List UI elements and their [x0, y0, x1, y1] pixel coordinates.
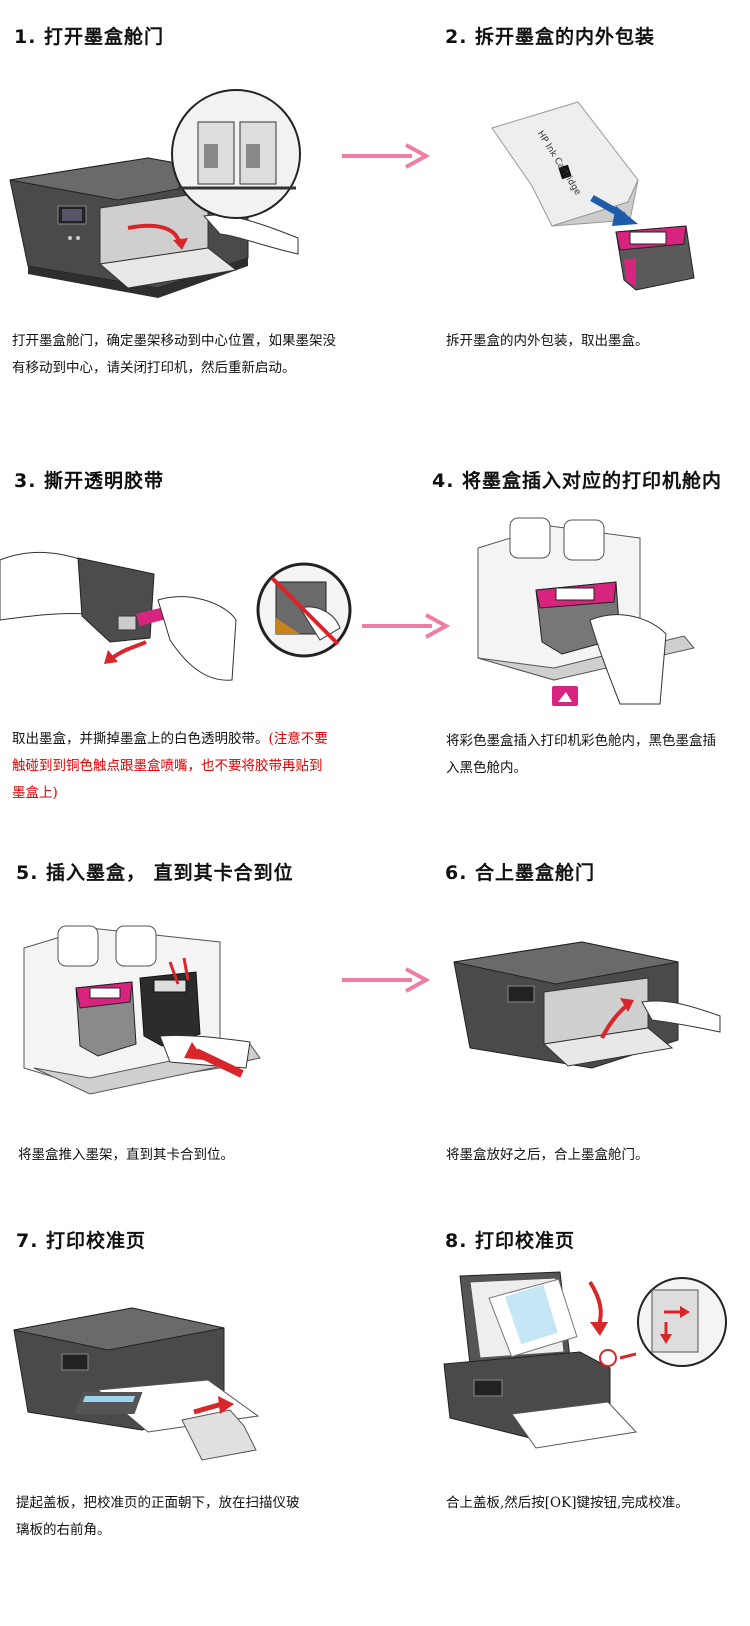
step-6-illustration	[452, 928, 722, 1088]
tape-removal-icon	[0, 552, 352, 681]
arrow-right-icon	[340, 142, 430, 170]
step-3-caption-warning: (注意不要触碰到到铜色触点跟墨盒喷嘴，也不要将胶带再贴到墨盒上)	[12, 731, 328, 801]
step-4-illustration	[470, 508, 700, 708]
step-3-title: 3. 撕开透明胶带	[14, 470, 165, 492]
step-8-illustration	[440, 1268, 730, 1468]
step-6-caption: 将墨盒放好之后，合上墨盒舱门。	[446, 1147, 649, 1163]
step-3-caption: 取出墨盒，并撕掉墨盒上的白色透明胶带。(注意不要触碰到到铜色触点跟墨盒喷嘴，也不…	[12, 726, 332, 807]
step-7-caption: 提起盖板，把校准页的正面朝下，放在扫描仪玻璃板的右前角。	[16, 1495, 300, 1538]
step-1-illustration	[8, 88, 318, 310]
arrow-right-icon	[340, 966, 430, 994]
step-2-illustration: HP Ink Cartridge	[488, 100, 718, 300]
step-5-caption: 将墨盒推入墨架，直到其卡合到位。	[18, 1147, 234, 1163]
step-1-caption: 打开墨盒舱门，确定墨架移动到中心位置，如果墨架没有移动到中心，请关闭打印机，然后…	[12, 333, 336, 376]
scanner-glass-icon	[443, 1271, 727, 1449]
ink-package-icon: HP Ink Cartridge	[491, 101, 695, 291]
alignment-page-icon	[13, 1307, 260, 1461]
step-4-caption: 将彩色墨盒插入打印机彩色舱内，黑色墨盒插入黑色舱内。	[446, 733, 716, 776]
step-7-illustration	[12, 1300, 282, 1470]
step-8-title: 8. 打印校准页	[445, 1230, 576, 1252]
step-4-title: 4. 将墨盒插入对应的打印机舱内	[432, 470, 723, 492]
arrow-right-icon	[360, 612, 450, 640]
step-5-title: 5. 插入墨盒， 直到其卡合到位	[16, 862, 294, 884]
printer-door-close-icon	[453, 941, 721, 1069]
step-8-caption: 合上盖板,然后按[OK]键按钮,完成校准。	[446, 1495, 689, 1511]
cartridge-snap-icon	[23, 925, 261, 1095]
step-7-title: 7. 打印校准页	[16, 1230, 147, 1252]
step-5-illustration	[20, 918, 270, 1108]
step-1-title: 1. 打开墨盒舱门	[14, 26, 165, 48]
step-2-caption: 拆开墨盒的内外包装，取出墨盒。	[446, 333, 649, 349]
step-3-caption-main: 取出墨盒，并撕掉墨盒上的白色透明胶带。	[12, 731, 269, 747]
step-3-illustration	[0, 530, 360, 700]
printer-door-open-icon	[9, 89, 301, 298]
no-touch-contacts-icon	[256, 562, 352, 658]
step-6-title: 6. 合上墨盒舱门	[445, 862, 596, 884]
step-2-title: 2. 拆开墨盒的内外包装	[445, 26, 656, 48]
cartridge-insert-icon	[477, 517, 695, 706]
